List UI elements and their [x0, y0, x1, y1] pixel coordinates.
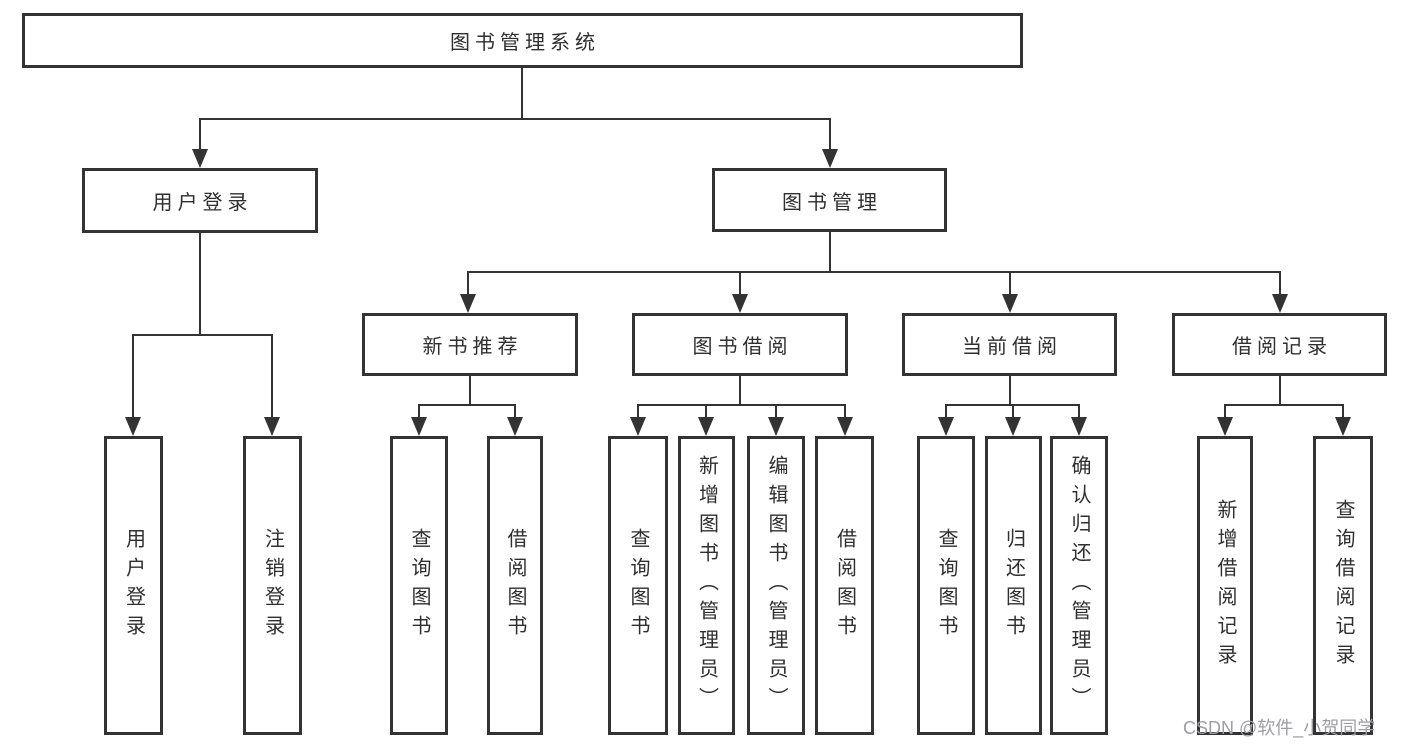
arrow-down-icon [1005, 417, 1021, 436]
csdn-watermark: CSDN @软件_小贺同学 [1183, 718, 1376, 738]
node-leaf-query-borrow-record: 查询借阅记录 [1313, 436, 1373, 735]
arrow-down-icon [732, 294, 748, 313]
node-label: 归还图书 [1002, 527, 1025, 644]
node-label: 新书推荐 [422, 336, 523, 358]
arrow-down-icon [1071, 417, 1087, 436]
connector-line [1342, 405, 1344, 419]
node-label: 借阅图书 [833, 527, 856, 644]
node-label: 查询图书 [408, 527, 430, 644]
connector-line [199, 118, 831, 120]
connector-line [739, 376, 741, 406]
node-leaf-query-book-borrow: 查询图书 [608, 436, 668, 735]
connector-line [418, 404, 516, 406]
arrow-down-icon [125, 417, 141, 436]
node-leaf-return-book: 归还图书 [985, 436, 1042, 735]
node-new-book-recommend: 新书推荐 [362, 313, 578, 376]
node-label: 新增借阅记录 [1214, 498, 1236, 673]
connector-line [844, 405, 846, 419]
node-label: 查询图书 [627, 527, 649, 644]
arrow-down-icon [411, 417, 427, 436]
node-label: 当前借阅 [962, 336, 1062, 358]
connector-line [132, 335, 134, 419]
node-label: 编辑图书（管理员） [765, 455, 787, 716]
arrow-down-icon [768, 417, 784, 436]
node-label: 查询图书 [935, 527, 957, 644]
connector-line [469, 376, 471, 406]
arrow-down-icon [698, 417, 714, 436]
arrow-down-icon [1272, 294, 1288, 313]
connector-line [199, 119, 201, 151]
node-label: 图书管理系统 [450, 32, 600, 54]
node-leaf-add-borrow-record: 新增借阅记录 [1197, 436, 1253, 735]
arrow-down-icon [192, 149, 208, 168]
connector-line [521, 68, 523, 119]
node-label: 借阅图书 [504, 527, 526, 644]
node-leaf-edit-book-admin: 编辑图书（管理员） [747, 436, 805, 735]
connector-line [1279, 272, 1281, 296]
connector-line [1279, 376, 1281, 406]
node-current-borrow: 当前借阅 [902, 313, 1117, 376]
arrow-down-icon [1002, 294, 1018, 313]
connector-line [775, 405, 777, 419]
node-label: 注销登录 [261, 527, 284, 644]
node-leaf-confirm-return-admin: 确认归还（管理员） [1050, 436, 1108, 735]
connector-line [1078, 405, 1080, 419]
connector-line [829, 232, 831, 273]
node-system-root: 图书管理系统 [22, 13, 1023, 68]
node-leaf-borrow-book-recommend: 借阅图书 [487, 436, 543, 735]
node-label: 查询借阅记录 [1332, 498, 1354, 673]
node-label: 借阅记录 [1232, 336, 1332, 358]
node-leaf-add-book-admin: 新增图书（管理员） [678, 436, 735, 735]
node-leaf-borrow-book: 借阅图书 [815, 436, 874, 735]
connector-line [467, 271, 1281, 273]
arrow-down-icon [507, 417, 523, 436]
node-label: 用户登录 [152, 192, 253, 214]
node-label: 确认归还（管理员） [1068, 455, 1090, 716]
connector-line [199, 233, 201, 336]
connector-line [1009, 272, 1011, 296]
connector-line [514, 405, 516, 419]
arrow-down-icon [837, 417, 853, 436]
connector-line [418, 405, 420, 419]
connector-line [1224, 404, 1344, 406]
connector-line [945, 405, 947, 419]
node-label: 用户登录 [122, 527, 145, 644]
node-user-login-module: 用户登录 [82, 168, 318, 233]
arrow-down-icon [938, 417, 954, 436]
connector-line [829, 119, 831, 151]
node-leaf-user-login: 用户登录 [104, 436, 163, 735]
connector-line [1224, 405, 1226, 419]
arrow-down-icon [822, 149, 838, 168]
node-book-management-module: 图书管理 [712, 168, 947, 232]
node-leaf-logout: 注销登录 [243, 436, 302, 735]
arrow-down-icon [1217, 417, 1233, 436]
node-label: 图书管理 [782, 191, 882, 214]
connector-line [132, 334, 273, 336]
connector-line [1009, 376, 1011, 406]
connector-line [271, 335, 273, 419]
connector-line [637, 404, 846, 406]
connector-line [467, 272, 469, 296]
arrow-down-icon [264, 417, 280, 436]
arrow-down-icon [630, 417, 646, 436]
node-leaf-query-book-recommend: 查询图书 [390, 436, 448, 735]
connector-line [1012, 405, 1014, 419]
arrow-down-icon [460, 294, 476, 313]
arrow-down-icon [1335, 417, 1351, 436]
connector-line [637, 405, 639, 419]
connector-line [739, 272, 741, 296]
node-leaf-query-book-current: 查询图书 [917, 436, 975, 735]
node-label: 新增图书（管理员） [695, 455, 718, 716]
node-book-borrow: 图书借阅 [632, 313, 848, 376]
node-label: 图书借阅 [692, 336, 793, 358]
connector-line [705, 405, 707, 419]
node-borrow-records: 借阅记录 [1172, 313, 1387, 376]
